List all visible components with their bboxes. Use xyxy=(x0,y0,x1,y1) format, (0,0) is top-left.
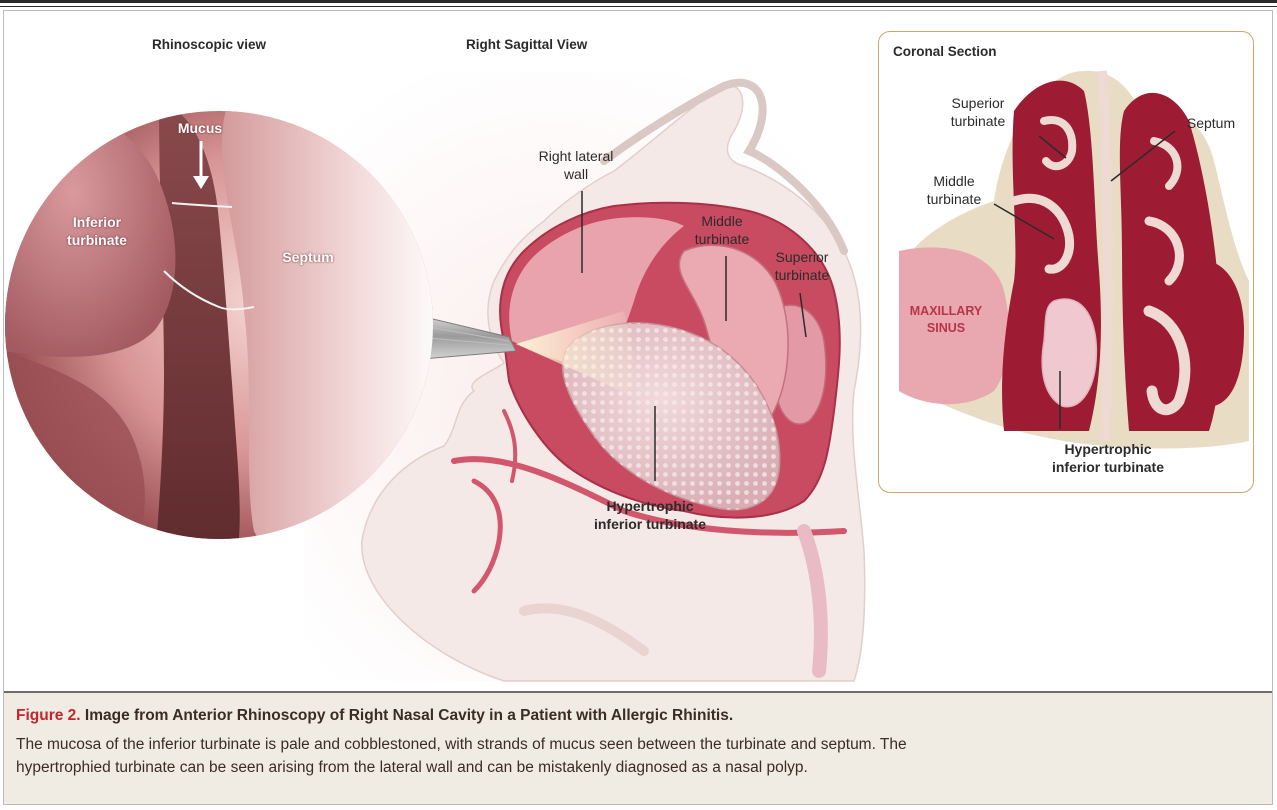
label-hypertrophic-coronal-line2: inferior turbinate xyxy=(1038,458,1178,476)
caption-line-2: hypertrophied turbinate can be seen aris… xyxy=(16,756,1246,779)
label-hypertrophic-coronal-line1: Hypertrophic xyxy=(1038,440,1178,458)
rhinoscopic-view-title: Rhinoscopic view xyxy=(152,37,266,52)
label-coronal-superior-line1: Superior xyxy=(938,94,1018,112)
label-right-lateral-wall-line2: wall xyxy=(526,165,626,183)
label-septum-rhinoscopic: Septum xyxy=(268,248,348,266)
label-maxillary-sinus-line1: MAXILLARY xyxy=(898,302,994,320)
label-maxillary-sinus-line2: SINUS xyxy=(898,319,994,337)
figure-caption: Figure 2. Image from Anterior Rhinoscopy… xyxy=(4,691,1272,804)
label-coronal-superior-line2: turbinate xyxy=(938,112,1018,130)
coronal-section-panel xyxy=(878,31,1254,493)
caption-line-1: The mucosa of the inferior turbinate is … xyxy=(16,733,1246,756)
label-middle-turbinate-line2: turbinate xyxy=(682,230,762,248)
label-hypertrophic-sagittal-line2: inferior turbinate xyxy=(580,515,720,533)
label-coronal-middle-line1: Middle xyxy=(914,172,994,190)
caption-body: The mucosa of the inferior turbinate is … xyxy=(16,733,1246,779)
top-rule-thin xyxy=(0,6,1277,7)
label-superior-turbinate-line2: turbinate xyxy=(762,266,842,284)
figure-title: Image from Anterior Rhinoscopy of Right … xyxy=(85,707,733,724)
label-hypertrophic-sagittal-line1: Hypertrophic xyxy=(580,497,720,515)
label-inferior-turbinate-line2: turbinate xyxy=(52,231,142,249)
label-coronal-middle-line2: turbinate xyxy=(914,190,994,208)
label-coronal-septum: Septum xyxy=(1176,114,1246,132)
label-inferior-turbinate-line1: Inferior xyxy=(52,213,142,231)
label-middle-turbinate-line1: Middle xyxy=(682,212,762,230)
top-rule xyxy=(0,0,1277,3)
label-right-lateral-wall-line1: Right lateral xyxy=(526,147,626,165)
label-superior-turbinate-line1: Superior xyxy=(762,248,842,266)
label-mucus: Mucus xyxy=(168,119,232,137)
caption-title: Figure 2. Image from Anterior Rhinoscopy… xyxy=(16,707,1256,725)
sagittal-view-title: Right Sagittal View xyxy=(466,37,587,52)
coronal-section-title: Coronal Section xyxy=(893,44,997,59)
figure-number: Figure 2. xyxy=(16,707,81,724)
